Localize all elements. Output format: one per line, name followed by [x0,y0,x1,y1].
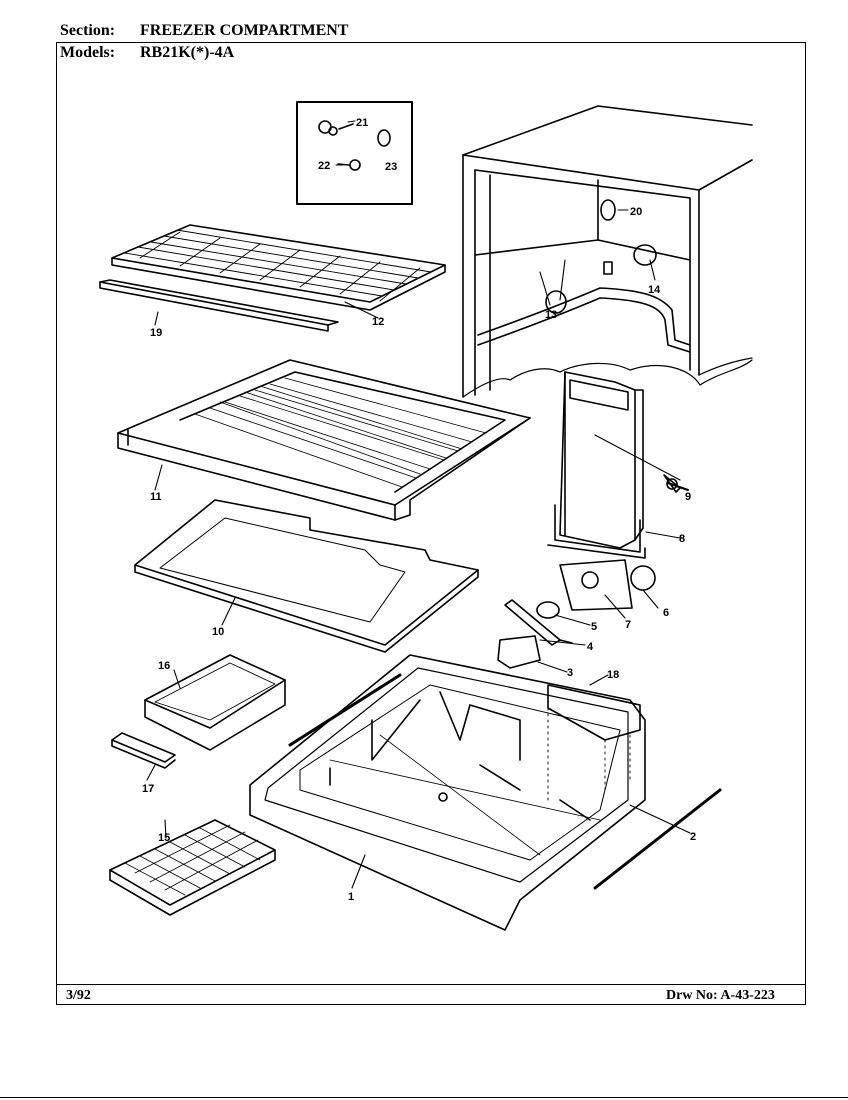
callout-8: 8 [679,533,685,545]
callout-5: 5 [591,621,597,633]
callout-16: 16 [158,660,170,672]
callout-13: 13 [545,309,557,321]
freezer-floor [249,654,722,931]
callout-6: 6 [663,607,669,619]
models-label: Models: [60,44,116,61]
callout-17: 17 [142,783,154,795]
ice-tray [144,654,286,751]
callout-20: 20 [630,206,642,218]
callout-21: 21 [356,117,368,129]
callout-10: 10 [212,626,224,638]
callout-11: 11 [150,491,162,503]
evaporator-cover [547,371,681,559]
callout-3: 3 [567,667,573,679]
callout-7: 7 [625,619,631,631]
hardware-inset [296,101,413,205]
section-label: Section: [60,22,116,39]
callout-23: 23 [385,161,397,173]
freezer-cabinet [462,105,753,398]
callout-22: 22 [318,160,330,172]
freezer-shelf [117,359,531,521]
models-value: RB21K(*)-4A [140,44,235,61]
tray-slide [111,732,176,769]
callout-2: 2 [690,831,696,843]
section-title: FREEZER COMPARTMENT [140,22,349,39]
wire-shelf [99,224,446,332]
footer-date: 3/92 [66,988,91,1003]
footer-divider [56,984,806,985]
callout-19: 19 [150,327,162,339]
callout-numbers: 1 2 3 4 5 6 7 8 9 10 11 12 13 14 15 16 1… [142,117,696,903]
callout-9: 9 [685,491,691,503]
callout-15: 15 [158,832,170,844]
callout-12: 12 [372,316,384,328]
leader-lines [146,120,691,889]
insulation-panel [134,499,479,653]
drawing-number: Drw No: A-43-223 [666,988,775,1003]
callout-4: 4 [587,641,594,653]
callout-1: 1 [348,891,354,903]
fan-motor-assembly [497,559,656,669]
callout-18: 18 [607,669,619,681]
page-bottom-rule [0,1097,848,1098]
drawing-frame [56,42,806,1005]
ice-cube-tray [109,819,276,916]
callout-14: 14 [648,284,661,296]
